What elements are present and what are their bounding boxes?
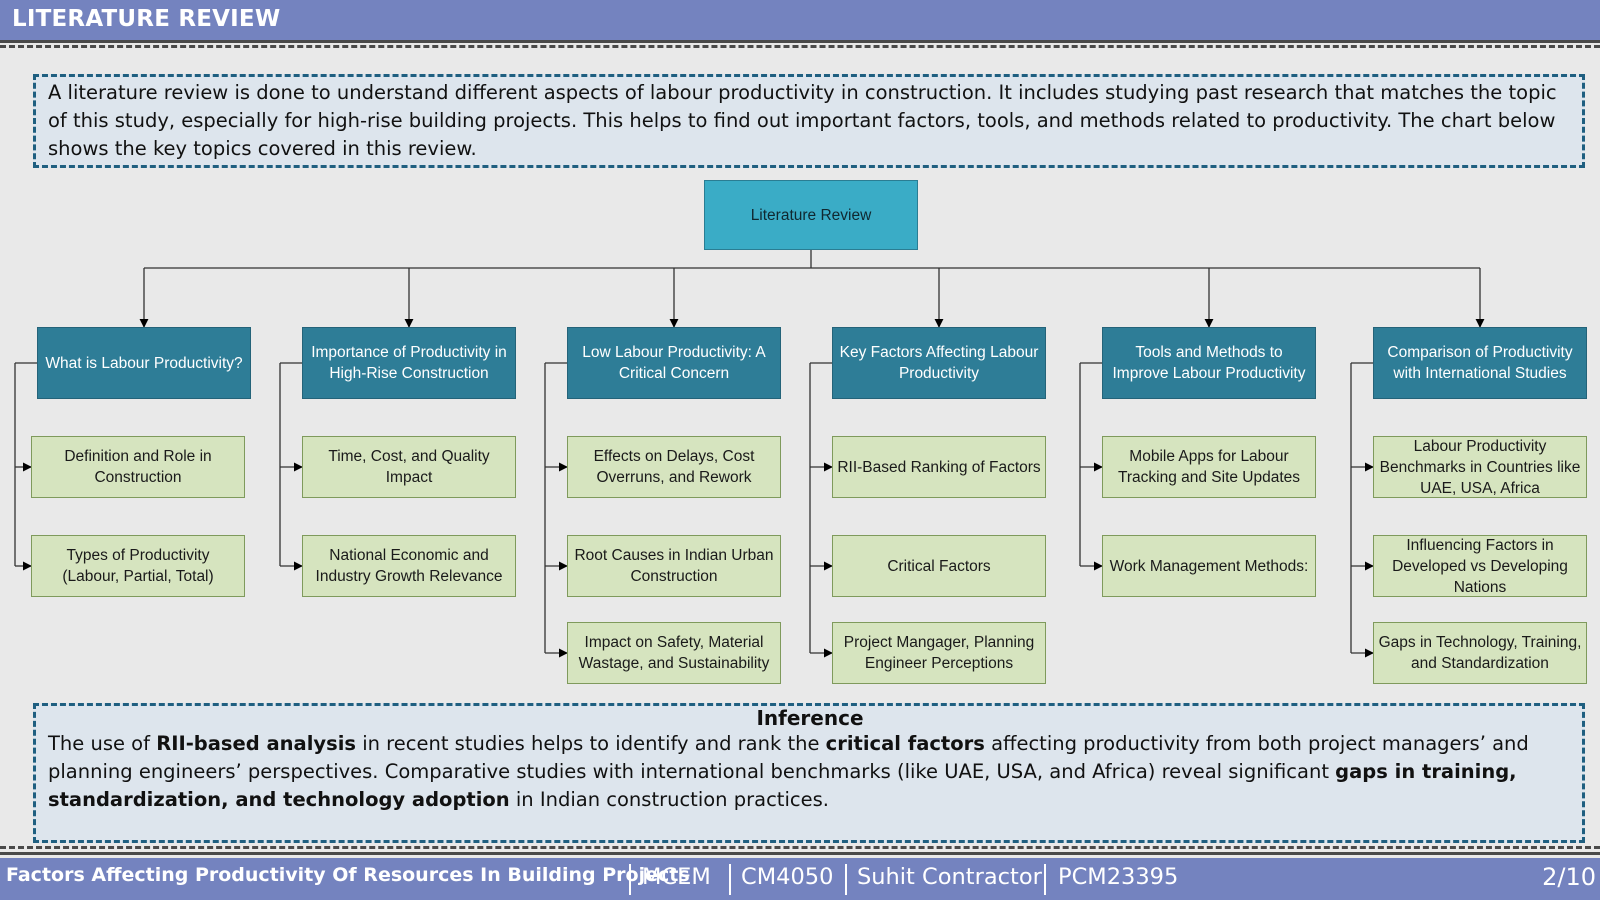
subtopic-node: Project Mangager, Planning Engineer Perc… — [832, 622, 1046, 684]
footer-separator — [1044, 864, 1046, 895]
subtopic-node: Critical Factors — [832, 535, 1046, 597]
subtopic-node: Root Causes in Indian Urban Construction — [567, 535, 781, 597]
intro-text: A literature review is done to understan… — [48, 81, 1557, 160]
root-node: Literature Review — [704, 180, 918, 250]
footer-separator — [729, 864, 731, 895]
page-title: LITERATURE REVIEW — [12, 6, 281, 32]
footer-program: MCEM — [642, 864, 711, 890]
subtopic-node: Impact on Safety, Material Wastage, and … — [567, 622, 781, 684]
inference-text-part: affecting productivity from both project… — [48, 732, 1529, 783]
inference-text: The use of RII-based analysis in recent … — [48, 730, 1572, 814]
category-node: Key Factors Affecting Labour Productivit… — [832, 327, 1046, 399]
inference-bold-part: RII-based analysis — [156, 732, 356, 755]
footer-course: CM4050 — [741, 864, 834, 890]
inference-text-part: in Indian construction practices. — [509, 788, 829, 811]
subtopic-node: Time, Cost, and Quality Impact — [302, 436, 516, 498]
category-node: Tools and Methods to Improve Labour Prod… — [1102, 327, 1316, 399]
footer-dashed-rule — [0, 846, 1600, 849]
inference-bold-part: critical factors — [825, 732, 985, 755]
footer-separator — [629, 864, 631, 895]
page-number: 2/10 — [1542, 863, 1596, 891]
footer-author: Suhit Contractor — [857, 864, 1042, 890]
inference-text-part: The use of — [48, 732, 157, 755]
inference-box: Inference The use of RII-based analysis … — [33, 703, 1585, 843]
subtopic-node: RII-Based Ranking of Factors — [832, 436, 1046, 498]
footer-separator — [845, 864, 847, 895]
category-node: Comparison of Productivity with Internat… — [1373, 327, 1587, 399]
subtopic-node: Work Management Methods: — [1102, 535, 1316, 597]
subtopic-node: Effects on Delays, Cost Overruns, and Re… — [567, 436, 781, 498]
subtopic-node: Definition and Role in Construction — [31, 436, 245, 498]
subtopic-node: Types of Productivity (Labour, Partial, … — [31, 535, 245, 597]
subtopic-node: National Economic and Industry Growth Re… — [302, 535, 516, 597]
category-node: Importance of Productivity in High-Rise … — [302, 327, 516, 399]
inference-bold-part: gaps in training, standardization, and t… — [48, 760, 1517, 811]
header-rule — [0, 40, 1600, 43]
header-dashed-rule — [0, 45, 1600, 48]
category-node: Low Labour Productivity: A Critical Conc… — [567, 327, 781, 399]
subtopic-node: Gaps in Technology, Training, and Standa… — [1373, 622, 1587, 684]
subtopic-node: Mobile Apps for Labour Tracking and Site… — [1102, 436, 1316, 498]
footer-id: PCM23395 — [1058, 864, 1179, 890]
header-bar: LITERATURE REVIEW — [0, 0, 1600, 40]
subtopic-node: Labour Productivity Benchmarks in Countr… — [1373, 436, 1587, 498]
subtopic-node: Influencing Factors in Developed vs Deve… — [1373, 535, 1587, 597]
footer-rule — [0, 852, 1600, 855]
inference-title: Inference — [756, 706, 864, 730]
footer-title: Factors Affecting Productivity Of Resour… — [6, 864, 690, 886]
footer-bar: Factors Affecting Productivity Of Resour… — [0, 858, 1600, 900]
inference-text-part: in recent studies helps to identify and … — [356, 732, 826, 755]
category-node: What is Labour Productivity? — [37, 327, 251, 399]
intro-box: A literature review is done to understan… — [33, 74, 1585, 168]
